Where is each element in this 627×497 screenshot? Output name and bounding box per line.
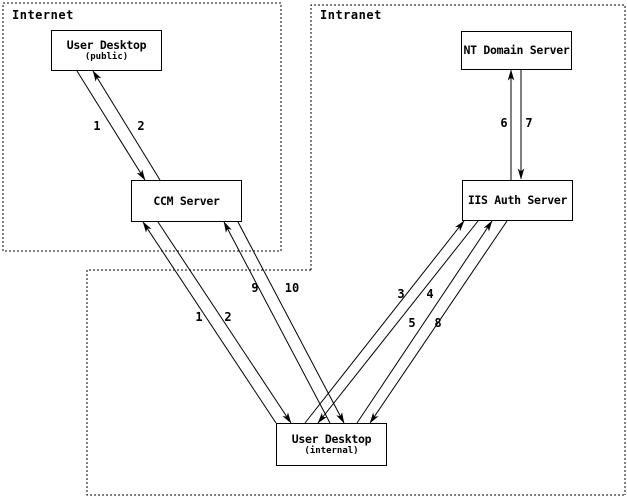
edge-label-3: 3: [397, 287, 405, 301]
node-title: IIS Auth Server: [467, 193, 568, 207]
edge-2-ccm-to-internal-desktop: [157, 221, 292, 424]
internet-zone-label: Internet: [12, 8, 74, 22]
node-title: User Desktop: [66, 38, 147, 52]
edge-label-4: 4: [426, 287, 434, 301]
edge-3-internal-desktop-to-iis: [304, 220, 465, 424]
node-title: NT Domain Server: [463, 43, 570, 57]
node-nt-domain-server: NT Domain Server: [461, 31, 572, 70]
node-user-desktop-public: User Desktop (public): [51, 30, 162, 71]
edge-5-internal-desktop-to-iis: [356, 220, 493, 424]
edge-2-ccm-to-public-desktop: [92, 70, 161, 181]
edge-label-6: 6: [500, 116, 508, 130]
edge-label-5: 5: [408, 316, 416, 330]
edge-label-1-internal: 1: [195, 310, 203, 324]
edge-4-iis-to-internal-desktop: [317, 220, 479, 424]
node-iis-auth-server: IIS Auth Server: [462, 180, 573, 221]
edge-label-9: 9: [251, 281, 259, 295]
edge-label-8: 8: [434, 316, 442, 330]
node-title: User Desktop: [291, 432, 372, 446]
node-ccm-server: CCM Server: [131, 180, 242, 222]
edge-10-ccm-to-internal-desktop: [237, 221, 345, 424]
edge-8-iis-to-internal-desktop: [369, 220, 508, 424]
internet-zone-border: [2, 2, 282, 252]
node-subtitle: (public): [84, 52, 129, 62]
edge-label-2-public: 2: [137, 119, 145, 133]
node-title: CCM Server: [153, 193, 220, 208]
internal-lan-zone-border: [86, 269, 625, 496]
edge-1-public-desktop-to-ccm: [76, 70, 146, 181]
edge-label-7: 7: [525, 116, 533, 130]
edge-9-internal-desktop-to-ccm: [223, 221, 331, 424]
edge-label-2-internal: 2: [224, 310, 232, 324]
node-subtitle: (internal): [304, 446, 359, 456]
node-user-desktop-internal: User Desktop (internal): [276, 423, 387, 466]
intranet-zone-border: [310, 4, 626, 495]
edge-label-10: 10: [284, 281, 300, 295]
intranet-zone-label: Intranet: [320, 8, 382, 22]
edge-label-1-public: 1: [93, 119, 101, 133]
edge-1-internal-desktop-to-ccm: [142, 221, 277, 424]
